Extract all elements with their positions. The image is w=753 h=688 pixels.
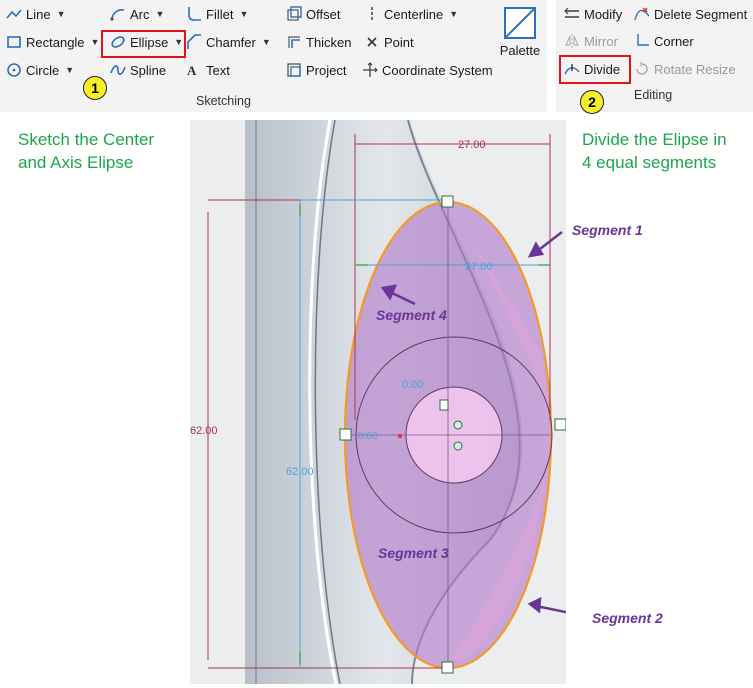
- fillet-icon: [186, 6, 202, 22]
- chevron-down-icon[interactable]: ▼: [155, 9, 165, 19]
- text-icon: A: [186, 62, 202, 78]
- editing-group-label: Editing: [634, 88, 673, 102]
- palette-icon: [504, 7, 536, 39]
- text-tool[interactable]: A Text: [186, 62, 230, 79]
- offset-tool[interactable]: Offset: [286, 3, 340, 25]
- dim-width-top[interactable]: 27.00: [458, 139, 486, 151]
- arc-icon: [110, 6, 126, 22]
- project-tool[interactable]: Project: [286, 59, 346, 81]
- thicken-tool[interactable]: Thicken: [286, 31, 352, 53]
- corner-tool[interactable]: Corner: [634, 30, 694, 52]
- spline-tool[interactable]: Spline: [110, 59, 166, 81]
- point-tool[interactable]: Point: [364, 31, 414, 53]
- mirror-tool[interactable]: Mirror: [564, 30, 618, 52]
- centerline-icon: [364, 6, 380, 22]
- divide-highlight-box: [559, 55, 631, 84]
- thicken-icon: [286, 34, 302, 50]
- sketch-viewport[interactable]: 27.00 27.00 62.00 62.00 0.00 0.00: [190, 120, 566, 684]
- line-tool[interactable]: Line▼: [6, 3, 66, 25]
- delete-segment-icon: [634, 6, 650, 22]
- divide-icon: [564, 61, 580, 77]
- origin-point: [398, 434, 402, 438]
- delete-segment-tool[interactable]: Delete Segment: [634, 3, 747, 25]
- rectangle-icon: [6, 34, 22, 50]
- dimension-lines: [207, 134, 551, 669]
- step-1-callout: 1: [83, 76, 107, 100]
- chevron-down-icon[interactable]: ▼: [56, 9, 66, 19]
- chamfer-icon: [186, 34, 202, 50]
- divide-tool[interactable]: Divide: [564, 58, 620, 80]
- coordinate-system-icon: [362, 62, 378, 78]
- dim-width-inner[interactable]: 27.00: [465, 261, 493, 273]
- segment-2-label: Segment 2: [592, 610, 663, 626]
- chevron-down-icon[interactable]: ▼: [90, 37, 100, 47]
- mirror-icon: [564, 33, 580, 49]
- ellipse-tool[interactable]: Ellipse▼: [110, 31, 183, 53]
- ellipse-icon: [110, 34, 126, 50]
- dim-height-outer[interactable]: 62.00: [190, 425, 218, 437]
- inner-dimension-lines: [299, 199, 550, 668]
- offset-icon: [286, 6, 302, 22]
- sketching-ribbon-group: Line▼ Arc▼ Fillet▼ Offset Centerline▼ Re…: [0, 0, 547, 112]
- ellipse-nodes[interactable]: [339, 195, 566, 674]
- point-icon: [364, 34, 380, 50]
- modify-tool[interactable]: Modify: [564, 3, 622, 25]
- right-instruction-note: Divide the Elipse in 4 equal segments: [582, 130, 727, 172]
- dim-center[interactable]: 0.00: [402, 379, 423, 391]
- modify-icon: [564, 6, 580, 22]
- dim-height-inner[interactable]: 62.00: [286, 466, 314, 478]
- axis-arrows: [299, 204, 550, 664]
- ellipse-highlight-box: [101, 30, 186, 58]
- sketching-group-label: Sketching: [196, 94, 251, 108]
- spline-icon: [110, 62, 126, 78]
- segment-1-label: Segment 1: [572, 222, 643, 238]
- circle-tool[interactable]: Circle▼: [6, 59, 74, 81]
- step-2-callout: 2: [580, 90, 604, 114]
- segment-3-label: Segment 3: [378, 545, 449, 561]
- chevron-down-icon[interactable]: ▼: [65, 65, 75, 75]
- palette-button[interactable]: Palette: [497, 6, 543, 68]
- rectangle-tool[interactable]: Rectangle▼: [6, 31, 99, 53]
- centerline-tool[interactable]: Centerline▼: [364, 3, 458, 25]
- chevron-down-icon[interactable]: ▼: [174, 37, 184, 47]
- chevron-down-icon[interactable]: ▼: [449, 9, 459, 19]
- fillet-tool[interactable]: Fillet▼: [186, 3, 248, 25]
- line-icon: [6, 6, 22, 22]
- chamfer-tool[interactable]: Chamfer▼: [186, 31, 271, 53]
- svg-text:A: A: [187, 63, 197, 78]
- project-icon: [286, 62, 302, 78]
- part-highlight: [308, 120, 338, 684]
- circle-icon: [6, 62, 22, 78]
- coordinate-system-tool[interactable]: Coordinate System: [362, 59, 493, 81]
- chevron-down-icon[interactable]: ▼: [261, 37, 271, 47]
- corner-icon: [634, 33, 650, 49]
- segment-arrows: [380, 231, 566, 614]
- chevron-down-icon[interactable]: ▼: [239, 9, 249, 19]
- rotate-resize-icon: [634, 61, 650, 77]
- arc-tool[interactable]: Arc▼: [110, 3, 164, 25]
- part-inner-edge: [314, 120, 341, 684]
- rotate-resize-tool[interactable]: Rotate Resize: [634, 58, 736, 80]
- left-instruction-note: Sketch the Center and Axis Elipse: [18, 130, 155, 172]
- segment-4-label: Segment 4: [376, 307, 447, 323]
- region-highlight: [448, 202, 551, 668]
- dim-small[interactable]: 0.00: [358, 431, 378, 442]
